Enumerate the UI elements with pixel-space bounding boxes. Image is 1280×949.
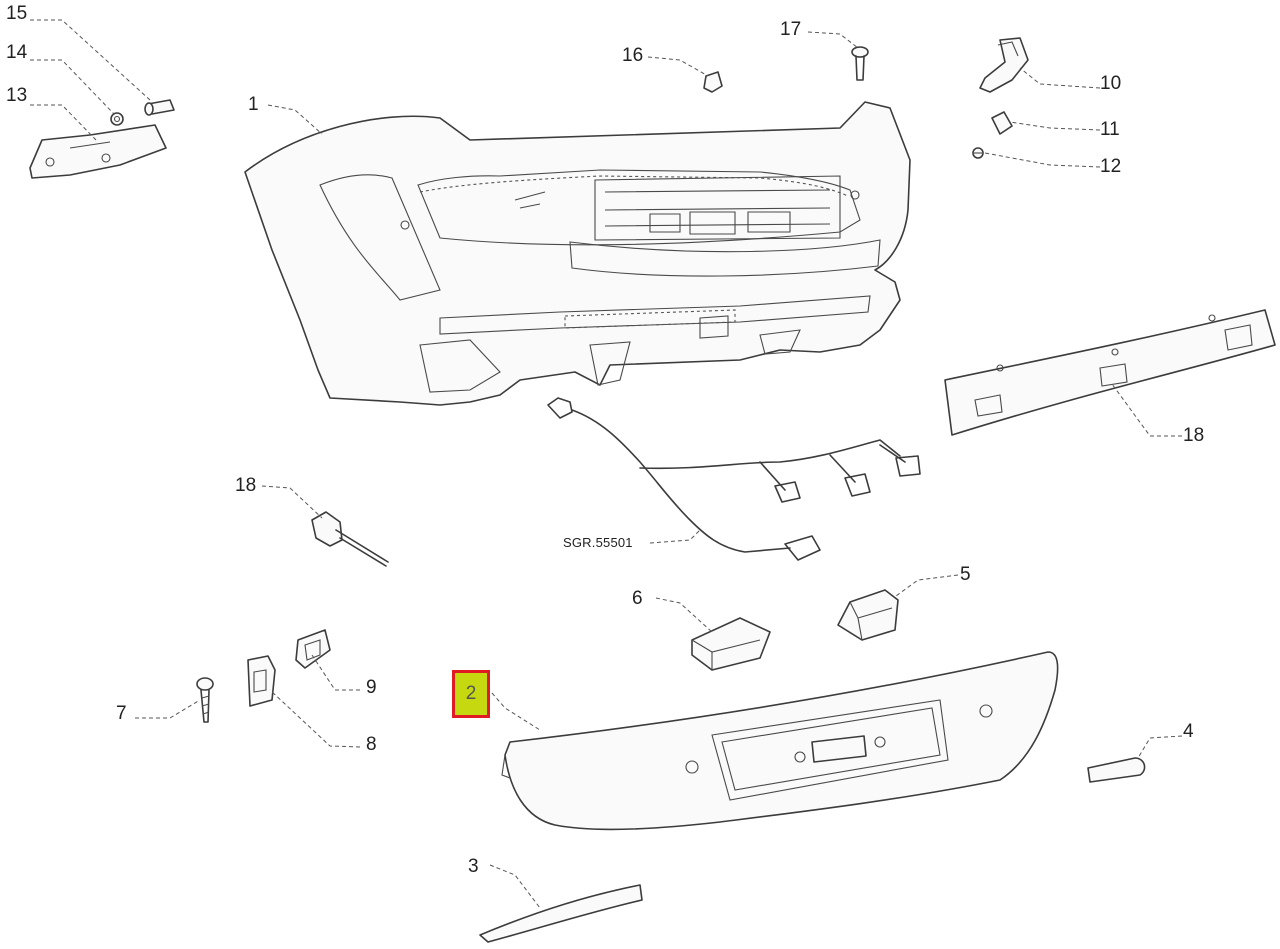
part-5-bracket [837, 589, 899, 641]
callout-7[interactable]: 7 [116, 703, 127, 724]
part-2-lower-diffuser-panel [501, 651, 1059, 831]
callout-15[interactable]: 15 [6, 3, 28, 24]
callout-4[interactable]: 4 [1183, 721, 1194, 742]
harness-reference-label: SGR.55501 [563, 535, 633, 550]
part-6-block [691, 617, 771, 671]
callout-10[interactable]: 10 [1100, 73, 1122, 94]
part-11-nut [991, 111, 1013, 135]
part-18-rivet [311, 511, 389, 567]
part-10-bracket [979, 37, 1029, 93]
callout-11[interactable]: 11 [1100, 119, 1120, 140]
part-17-bolt [851, 46, 869, 81]
callout-1[interactable]: 1 [248, 94, 259, 115]
part-18-bumper-absorber [944, 309, 1276, 436]
part-14-nut [110, 112, 124, 126]
part-9-clip [295, 629, 331, 669]
callout-5[interactable]: 5 [960, 564, 971, 585]
part-4-reflector [1087, 757, 1146, 783]
callout-6[interactable]: 6 [632, 588, 643, 609]
part-15-pin [144, 99, 175, 116]
callout-8[interactable]: 8 [366, 734, 377, 755]
part-13-bracket [29, 124, 167, 179]
leader-lines [30, 19, 1183, 909]
callout-18-rivet[interactable]: 18 [235, 475, 257, 496]
part-12-screw [972, 147, 984, 159]
callout-18-absorber[interactable]: 18 [1183, 425, 1205, 446]
callout-9[interactable]: 9 [366, 677, 377, 698]
callout-16[interactable]: 16 [622, 45, 644, 66]
callout-2-highlighted[interactable]: 2 [452, 670, 490, 718]
wiring-harness-sgr-55501 [547, 397, 921, 561]
part-3-trim-strip [479, 884, 643, 943]
callout-17[interactable]: 17 [780, 19, 802, 40]
callout-14[interactable]: 14 [6, 42, 28, 63]
part-16-clip [703, 71, 723, 93]
part-1-rear-bumper-cover [244, 101, 911, 406]
part-8-clip [247, 655, 276, 707]
callout-13[interactable]: 13 [6, 85, 28, 106]
callout-12[interactable]: 12 [1100, 156, 1122, 177]
callout-3[interactable]: 3 [468, 856, 479, 877]
part-7-screw [196, 677, 214, 723]
